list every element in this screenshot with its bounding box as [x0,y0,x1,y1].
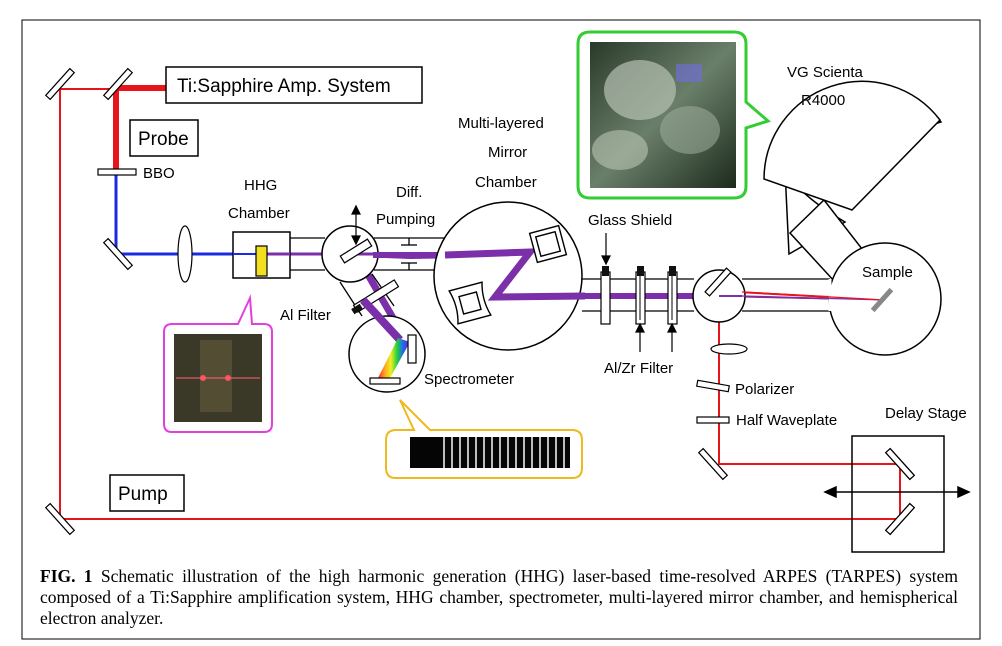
figure-frame [21,19,981,640]
lab-photo-callout [576,30,772,200]
spectrum-callout [385,399,583,479]
bbo-crystal [97,168,137,176]
spectrometer-label: Spectrometer [424,371,514,388]
hhg-tube [290,237,325,271]
ml-mirror-upper [528,224,568,264]
hhg-gas-cell [255,245,268,277]
combining-mirror [704,267,732,297]
delay-stage-label: Delay Stage [885,405,967,422]
steering-mirrors [44,67,916,536]
glass-shield-arrow [601,233,611,266]
laser-system-label: Ti:Sapphire Amp. System [177,76,391,97]
bbo-label: BBO [143,165,175,182]
polarizer-label: Polarizer [735,381,794,398]
spectrometer-detector [369,377,401,385]
sample-label: Sample [862,264,913,281]
spectrum-rainbow [378,338,410,378]
mirror-label-2: Mirror [488,144,527,161]
filter-lines [639,276,673,320]
mirror-label-3: Chamber [475,174,537,191]
hhg-label-2: Chamber [228,205,290,222]
filter-mounts [602,266,676,276]
hhg-photo-callout [163,294,273,433]
al-filter-mount [351,303,363,315]
scienta-label-2: R4000 [801,92,845,109]
sample-holder [870,287,894,313]
hhg-label-1: HHG [244,177,277,194]
delay-stage-arrow [823,485,971,499]
figure-number: FIG. 1 [40,566,93,586]
delay-stage [851,435,945,553]
pump-label: Pump [118,484,168,505]
glass-shield-label: Glass Shield [588,212,672,229]
caption-text: Schematic illustration of the high harmo… [40,566,958,628]
probe-box [129,119,199,157]
glass-shield-window [600,271,611,325]
half-waveplate-label: Half Waveplate [736,412,837,429]
polarizer [696,379,730,393]
mirror-label-1: Multi-layered [458,115,544,132]
probe-beam-red [113,85,166,170]
movable-mirror-arrow [351,204,361,246]
turning-mirror [339,238,373,264]
figure-caption: FIG. 1 Schematic illustration of the hig… [40,566,958,629]
pump-box [109,474,185,512]
ml-mirror-lower [448,281,492,325]
diff-label-2: Pumping [376,211,435,228]
spectrometer-chamber [348,315,426,393]
half-waveplate [696,416,730,424]
focusing-lens [177,225,193,283]
scienta-label-1: VG Scienta [787,64,864,81]
alzr-filter-label: Al/Zr Filter [604,360,673,377]
alzr-filter-arrows [635,322,677,352]
spectrometer-grating [407,334,417,364]
pump-lens [710,343,748,355]
diff-pumping-tube [374,237,445,271]
diff-label-1: Diff. [396,184,422,201]
al-filter-label: Al Filter [280,307,331,324]
probe-label: Probe [138,129,189,150]
laser-system-box [165,66,423,104]
